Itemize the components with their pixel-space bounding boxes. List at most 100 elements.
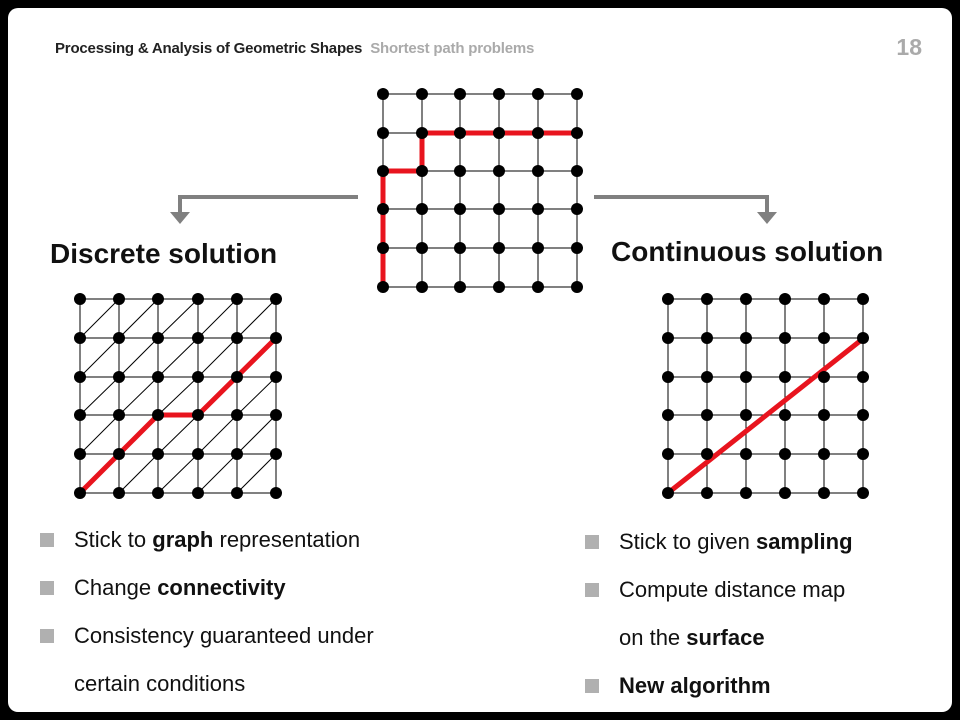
discrete-diagonal-edge <box>197 453 238 494</box>
grid-figures <box>74 88 869 499</box>
top-vertex <box>416 203 428 215</box>
bullet-text: Change <box>74 575 158 600</box>
bullet-text: representation <box>213 527 361 552</box>
bullet-emphasis: sampling <box>755 529 853 554</box>
discrete-vertex <box>152 293 164 305</box>
bullet-emphasis: connectivity <box>157 575 286 600</box>
top-vertex <box>416 88 428 100</box>
bullet-item: Consistency guaranteed under <box>40 612 470 660</box>
top-vertex <box>454 281 466 293</box>
top-vertex <box>377 242 389 254</box>
continuous-vertex <box>662 332 674 344</box>
bullet-item: New algorithm <box>585 662 925 710</box>
continuous-vertex <box>662 371 674 383</box>
top-vertex <box>532 165 544 177</box>
discrete-vertex <box>74 293 86 305</box>
bullet-emphasis: surface <box>686 625 765 650</box>
top-vertex <box>454 203 466 215</box>
discrete-vertex <box>113 487 125 499</box>
discrete-vertex <box>74 409 86 421</box>
continuous-vertex <box>740 371 752 383</box>
discrete-vertex <box>192 371 204 383</box>
top-vertex <box>571 242 583 254</box>
continuous-vertex <box>818 332 830 344</box>
discrete-vertex <box>152 332 164 344</box>
continuous-vertex <box>701 371 713 383</box>
discrete-vertex <box>192 332 204 344</box>
discrete-vertex <box>152 371 164 383</box>
continuous-vertex <box>701 293 713 305</box>
top-vertex <box>532 127 544 139</box>
bullet-text: on the <box>619 625 687 650</box>
discrete-diagonal-edge <box>197 298 238 339</box>
continuous-vertex <box>779 332 791 344</box>
discrete-vertex <box>74 371 86 383</box>
continuous-vertex <box>740 409 752 421</box>
top-vertex <box>377 88 389 100</box>
bullet-emphasis: graph <box>152 527 214 552</box>
discrete-vertex <box>231 293 243 305</box>
top-vertex <box>571 127 583 139</box>
discrete-vertex <box>270 487 282 499</box>
bullet-text: Compute distance map <box>619 577 846 602</box>
discrete-vertex <box>113 448 125 460</box>
top-vertex <box>493 165 505 177</box>
left-arrowhead <box>170 212 190 224</box>
continuous-vertex <box>818 371 830 383</box>
discrete-vertex <box>74 332 86 344</box>
discrete-diagonal-edge <box>79 414 120 455</box>
top-vertex <box>532 281 544 293</box>
discrete-diagonal-edge <box>118 337 159 378</box>
discrete-vertex <box>152 409 164 421</box>
discrete-vertex <box>113 371 125 383</box>
top-vertex <box>493 203 505 215</box>
discrete-vertex <box>231 371 243 383</box>
continuous-vertex <box>779 371 791 383</box>
bullet-text: certain conditions <box>74 671 246 696</box>
discrete-vertex <box>113 332 125 344</box>
top-vertex <box>571 165 583 177</box>
discrete-diagonal-edge <box>236 376 277 416</box>
slide-header: Processing & Analysis of Geometric Shape… <box>55 40 534 57</box>
continuous-vertex <box>857 371 869 383</box>
discrete-vertex <box>231 409 243 421</box>
discrete-solution-heading: Discrete solution <box>50 238 278 269</box>
top-vertex <box>571 281 583 293</box>
bullet-item: Compute distance map <box>585 566 925 614</box>
discrete-vertex <box>270 409 282 421</box>
top-vertex <box>493 242 505 254</box>
page-number: 18 <box>896 34 922 60</box>
discrete-vertex <box>231 332 243 344</box>
discrete-diagonal-edge <box>157 414 199 455</box>
bullet-item: on the surface <box>585 614 925 662</box>
discrete-diagonal-edge <box>157 337 199 378</box>
top-vertex <box>377 281 389 293</box>
continuous-vertex <box>662 487 674 499</box>
continuous-shortest-path <box>665 338 863 496</box>
continuous-solution-heading: Continuous solution <box>611 236 884 267</box>
continuous-vertex <box>779 409 791 421</box>
continuous-vertex <box>701 487 713 499</box>
top-vertex <box>532 242 544 254</box>
top-vertex <box>377 127 389 139</box>
bullet-text: Consistency guaranteed under <box>74 623 374 648</box>
discrete-diagonal-edge <box>236 414 277 455</box>
left-arrow <box>178 195 358 220</box>
discrete-diagonal-edge <box>236 298 277 339</box>
discrete-diagonal-edge <box>118 298 159 339</box>
discrete-vertex <box>152 448 164 460</box>
discrete-diagonal-edge <box>197 414 238 455</box>
discrete-vertex <box>74 448 86 460</box>
course-title: Processing & Analysis of Geometric Shape… <box>55 40 363 57</box>
top-vertex <box>454 165 466 177</box>
discrete-vertex <box>231 448 243 460</box>
continuous-vertex <box>701 448 713 460</box>
bullet-text: Stick to <box>74 527 153 552</box>
top-vertex <box>377 165 389 177</box>
continuous-vertex <box>857 293 869 305</box>
discrete-vertex <box>270 332 282 344</box>
continuous-vertex <box>857 448 869 460</box>
discrete-diagonal-edge <box>157 298 199 339</box>
